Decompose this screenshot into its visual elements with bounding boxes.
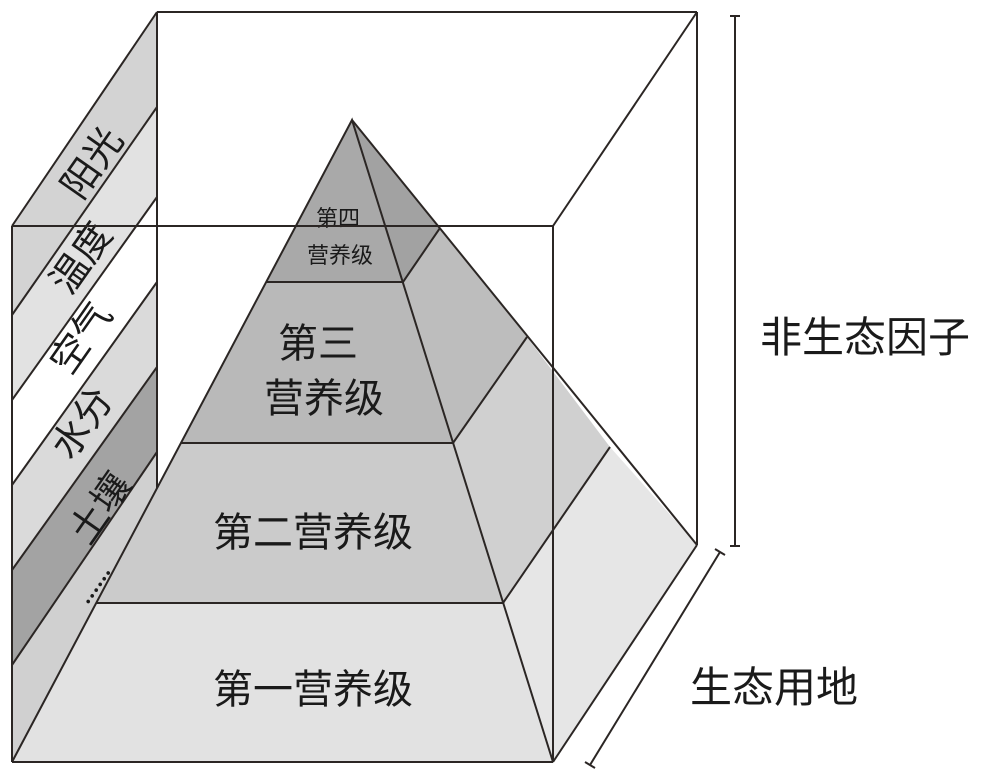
right-face-tier2 (453, 337, 610, 603)
stripe-air (12, 197, 157, 485)
factor-panel: 阳光 温度 空气 水分 土壤 ...... (11, 11, 158, 762)
back-box (157, 11, 698, 545)
stripe-water (12, 282, 157, 570)
tier-4-label: 营养级 (307, 244, 373, 269)
tier-4 (266, 120, 403, 282)
stripe-soil (12, 367, 157, 665)
land-dimension: 生态用地 (584, 548, 858, 769)
tier-1-label: 第一营养级 (213, 667, 413, 713)
pyramid: 第四 营养级 第三 营养级 第二营养级 第一营养级 (11, 117, 698, 763)
abiotic-factors-label: 非生态因子 (760, 313, 970, 362)
tier-2 (96, 443, 503, 603)
stripe-sunlight (12, 12, 157, 315)
tier-3-label: 营养级 (264, 376, 384, 422)
tier-1 (12, 603, 553, 762)
right-face-tier3 (403, 228, 527, 443)
front-box (12, 225, 554, 762)
ecological-land-label: 生态用地 (690, 663, 858, 712)
tier-3-label: 第三 (278, 321, 358, 367)
stripe-temperature (12, 107, 157, 400)
stripe-others (12, 452, 157, 762)
tier-4-label: 第四 (316, 207, 360, 232)
tier-3 (181, 282, 453, 443)
tier-2-label: 第二营养级 (213, 510, 413, 556)
right-face-tier1 (503, 447, 697, 762)
abiotic-dimension: 非生态因子 (730, 15, 970, 547)
right-face-tier4 (352, 120, 440, 282)
